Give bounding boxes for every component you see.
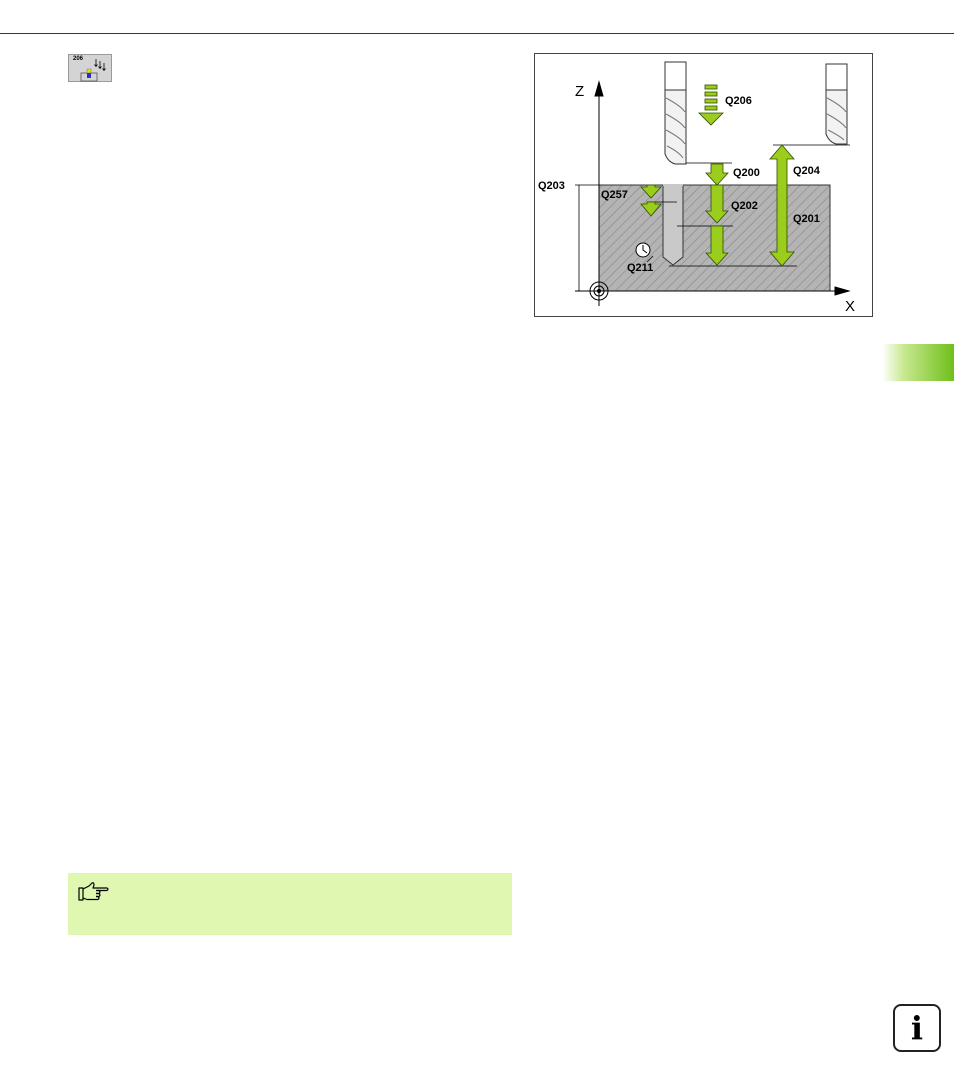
tapped-hole: [662, 184, 684, 266]
z-axis: [594, 80, 604, 306]
x-axis-label: X: [845, 298, 855, 315]
label-q201: Q201: [793, 213, 820, 225]
dimension-lines: [575, 144, 850, 291]
label-q202: Q202: [731, 200, 758, 212]
q202-arrow: [705, 184, 729, 266]
tool-right: [825, 63, 848, 145]
header-rule: [0, 33, 954, 34]
label-q211: Q211: [627, 262, 653, 274]
label-q204: Q204: [793, 165, 821, 177]
cycle-206-softkey-icon: 206: [68, 54, 112, 82]
tool-left: [664, 61, 687, 165]
datum-symbol: [589, 281, 609, 301]
q257-arrow: [640, 184, 662, 217]
q206-feed-arrow: [698, 84, 724, 126]
label-q203: Q203: [538, 180, 565, 192]
cycle-number: 206: [73, 56, 84, 62]
dwell-time-clock-icon: [635, 242, 651, 258]
label-q206: Q206: [725, 95, 752, 107]
info-glyph: i: [910, 1009, 924, 1047]
x-axis: [575, 286, 851, 296]
note-box: [68, 873, 512, 935]
chapter-tab: [882, 344, 954, 381]
tapping-cycle-diagram: Z X: [534, 53, 873, 317]
info-icon: i: [893, 1004, 941, 1052]
z-axis-label: Z: [575, 83, 584, 100]
q200-arrow: [705, 163, 729, 186]
label-q257: Q257: [601, 189, 628, 201]
label-q200: Q200: [733, 167, 760, 179]
pointing-hand-icon: [78, 882, 109, 901]
q204-double-arrow: [769, 144, 795, 267]
